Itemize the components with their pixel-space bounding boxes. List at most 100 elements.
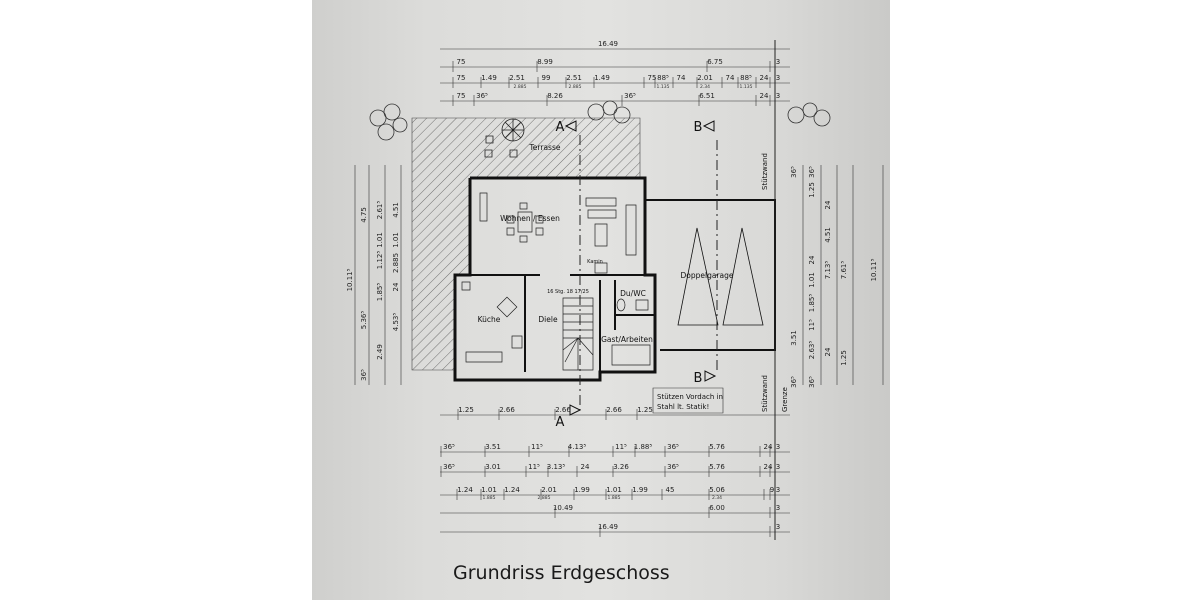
dimension-label: 36⁵: [667, 463, 679, 471]
dimension-label: 36⁵: [624, 92, 636, 100]
dimension-label: 4.51: [824, 227, 832, 243]
section-marker-a-top: A: [556, 120, 565, 135]
dimension-label: 2.885: [569, 84, 582, 90]
stairs-label: 16 Stg. 18 17/25: [547, 289, 589, 295]
dimension-label: 2.63⁵: [808, 341, 816, 360]
dimension-label: 24: [824, 200, 832, 209]
dimension-label: 1.99: [632, 486, 648, 494]
dimension-label: 1.01: [606, 486, 622, 494]
dimension-label: 75: [457, 74, 466, 82]
drawing-title: Grundriss Erdgeschoss: [453, 562, 670, 584]
dimension-label: 11⁵: [531, 443, 543, 451]
dimension-label: 45: [666, 486, 675, 494]
dimension-label: 2.49: [376, 344, 384, 360]
dimension-label: 2.01: [697, 74, 713, 82]
dimension-label: 3: [776, 463, 780, 471]
dimension-label: 88⁵: [740, 74, 752, 82]
dimension-label: 74: [726, 74, 735, 82]
dimension-label: 1.49: [594, 74, 610, 82]
dimension-label: 11⁵: [528, 463, 540, 471]
dimension-label: 1.88⁵: [634, 443, 653, 451]
furniture: [462, 193, 650, 365]
dimension-label: 5.76: [709, 463, 725, 471]
room-label-living: Wohnen / Essen: [500, 214, 560, 223]
dimension-label: 1.25: [637, 406, 653, 414]
dimension-label: 1.49: [481, 74, 497, 82]
section-marker-a-bottom: A: [556, 415, 565, 430]
parasol-table-icon: [485, 118, 525, 157]
dimension-label: 11⁵: [615, 443, 627, 451]
dimension-label: 2.51: [509, 74, 525, 82]
dimension-label: 2.66: [606, 406, 622, 414]
dimension-label: 36⁵: [808, 376, 816, 388]
note-line-1: Stützen Vordach in: [657, 393, 723, 401]
note-line-2: Stahl lt. Statik!: [657, 403, 709, 411]
dimension-label: 99: [542, 74, 551, 82]
dimension-label: 6.75: [707, 58, 723, 66]
dimension-label: 3.01: [485, 463, 501, 471]
dimension-label: 1.01: [808, 272, 816, 288]
dimension-label: 24: [764, 463, 773, 471]
dimension-label: 4.53⁵: [392, 313, 400, 332]
dimension-label: 36⁵: [790, 376, 798, 388]
dimension-label: 75: [457, 58, 466, 66]
dimension-label: 3.51: [485, 443, 501, 451]
dimension-label: 16.49: [598, 523, 618, 531]
dimension-label: 1.25: [840, 350, 848, 366]
dimension-label: 36⁵: [476, 92, 488, 100]
dimension-label: 2.885: [538, 495, 551, 501]
dimension-label: 1.25: [808, 182, 816, 198]
dimension-label: 8.26: [547, 92, 563, 100]
dimension-label: 2.01: [541, 486, 557, 494]
retaining-wall-label-bottom: Stützwand: [761, 375, 769, 412]
dimension-label: 1.85⁵: [808, 294, 816, 313]
dimension-label: 1.99: [574, 486, 590, 494]
dimension-label: 11⁵: [808, 319, 816, 331]
dimension-label: 1.885: [483, 495, 496, 501]
dimension-label: 24: [581, 463, 590, 471]
dimension-label: 10.11⁵: [870, 258, 878, 281]
dimension-label: 24: [760, 74, 769, 82]
dimension-label: 36⁵: [360, 369, 368, 381]
dimension-label: 1.01: [392, 232, 400, 248]
dimension-label: 16.49: [598, 40, 618, 48]
dimension-label: 74: [677, 74, 686, 82]
dimension-label: 3.13⁵: [547, 463, 566, 471]
dimension-label: 3: [776, 523, 780, 531]
dimension-label: 2.885: [514, 84, 527, 90]
dimension-label: 1.85⁵: [376, 283, 384, 302]
dimension-label: 3: [776, 443, 780, 451]
dimension-label: 75: [648, 74, 657, 82]
dimension-label: 3: [776, 486, 780, 494]
dimension-label: 2.34: [700, 84, 710, 90]
dimension-label: 10.49: [553, 504, 573, 512]
dimension-label: 24: [392, 282, 400, 291]
dimension-label: 4.75: [360, 207, 368, 223]
room-label-bath: Du/WC: [620, 289, 646, 298]
dimension-label: 2.66: [555, 406, 571, 414]
room-label-garage: Doppelgarage: [681, 271, 734, 280]
staircase: [563, 298, 593, 370]
shrub-icon: [369, 100, 831, 141]
dimension-label: 2.61⁵: [376, 201, 384, 220]
dimension-label: 8.99: [537, 58, 553, 66]
dimension-label: 36⁵: [790, 166, 798, 178]
dimension-lines: [355, 49, 883, 537]
dimension-label: 1.135: [740, 84, 753, 90]
dimension-label: 3: [776, 74, 780, 82]
dimension-label: 3: [776, 58, 780, 66]
dimension-label: 1.885: [608, 495, 621, 501]
dimension-label: 4.51: [392, 202, 400, 218]
section-arrows: [566, 121, 715, 415]
dimension-label: 1.24: [504, 486, 520, 494]
room-label-terrace: Terrasse: [529, 143, 561, 152]
dimension-label: 2.34: [712, 495, 722, 501]
dimension-label: 36⁵: [667, 443, 679, 451]
dimension-label: 24: [764, 443, 773, 451]
dimension-label: 10.11⁵: [346, 268, 354, 291]
note-box: [653, 388, 723, 413]
dimension-label: 3: [776, 504, 780, 512]
room-label-kitchen: Küche: [478, 315, 501, 324]
section-lines: [580, 40, 775, 540]
boundary-label: Grenze: [781, 387, 789, 412]
